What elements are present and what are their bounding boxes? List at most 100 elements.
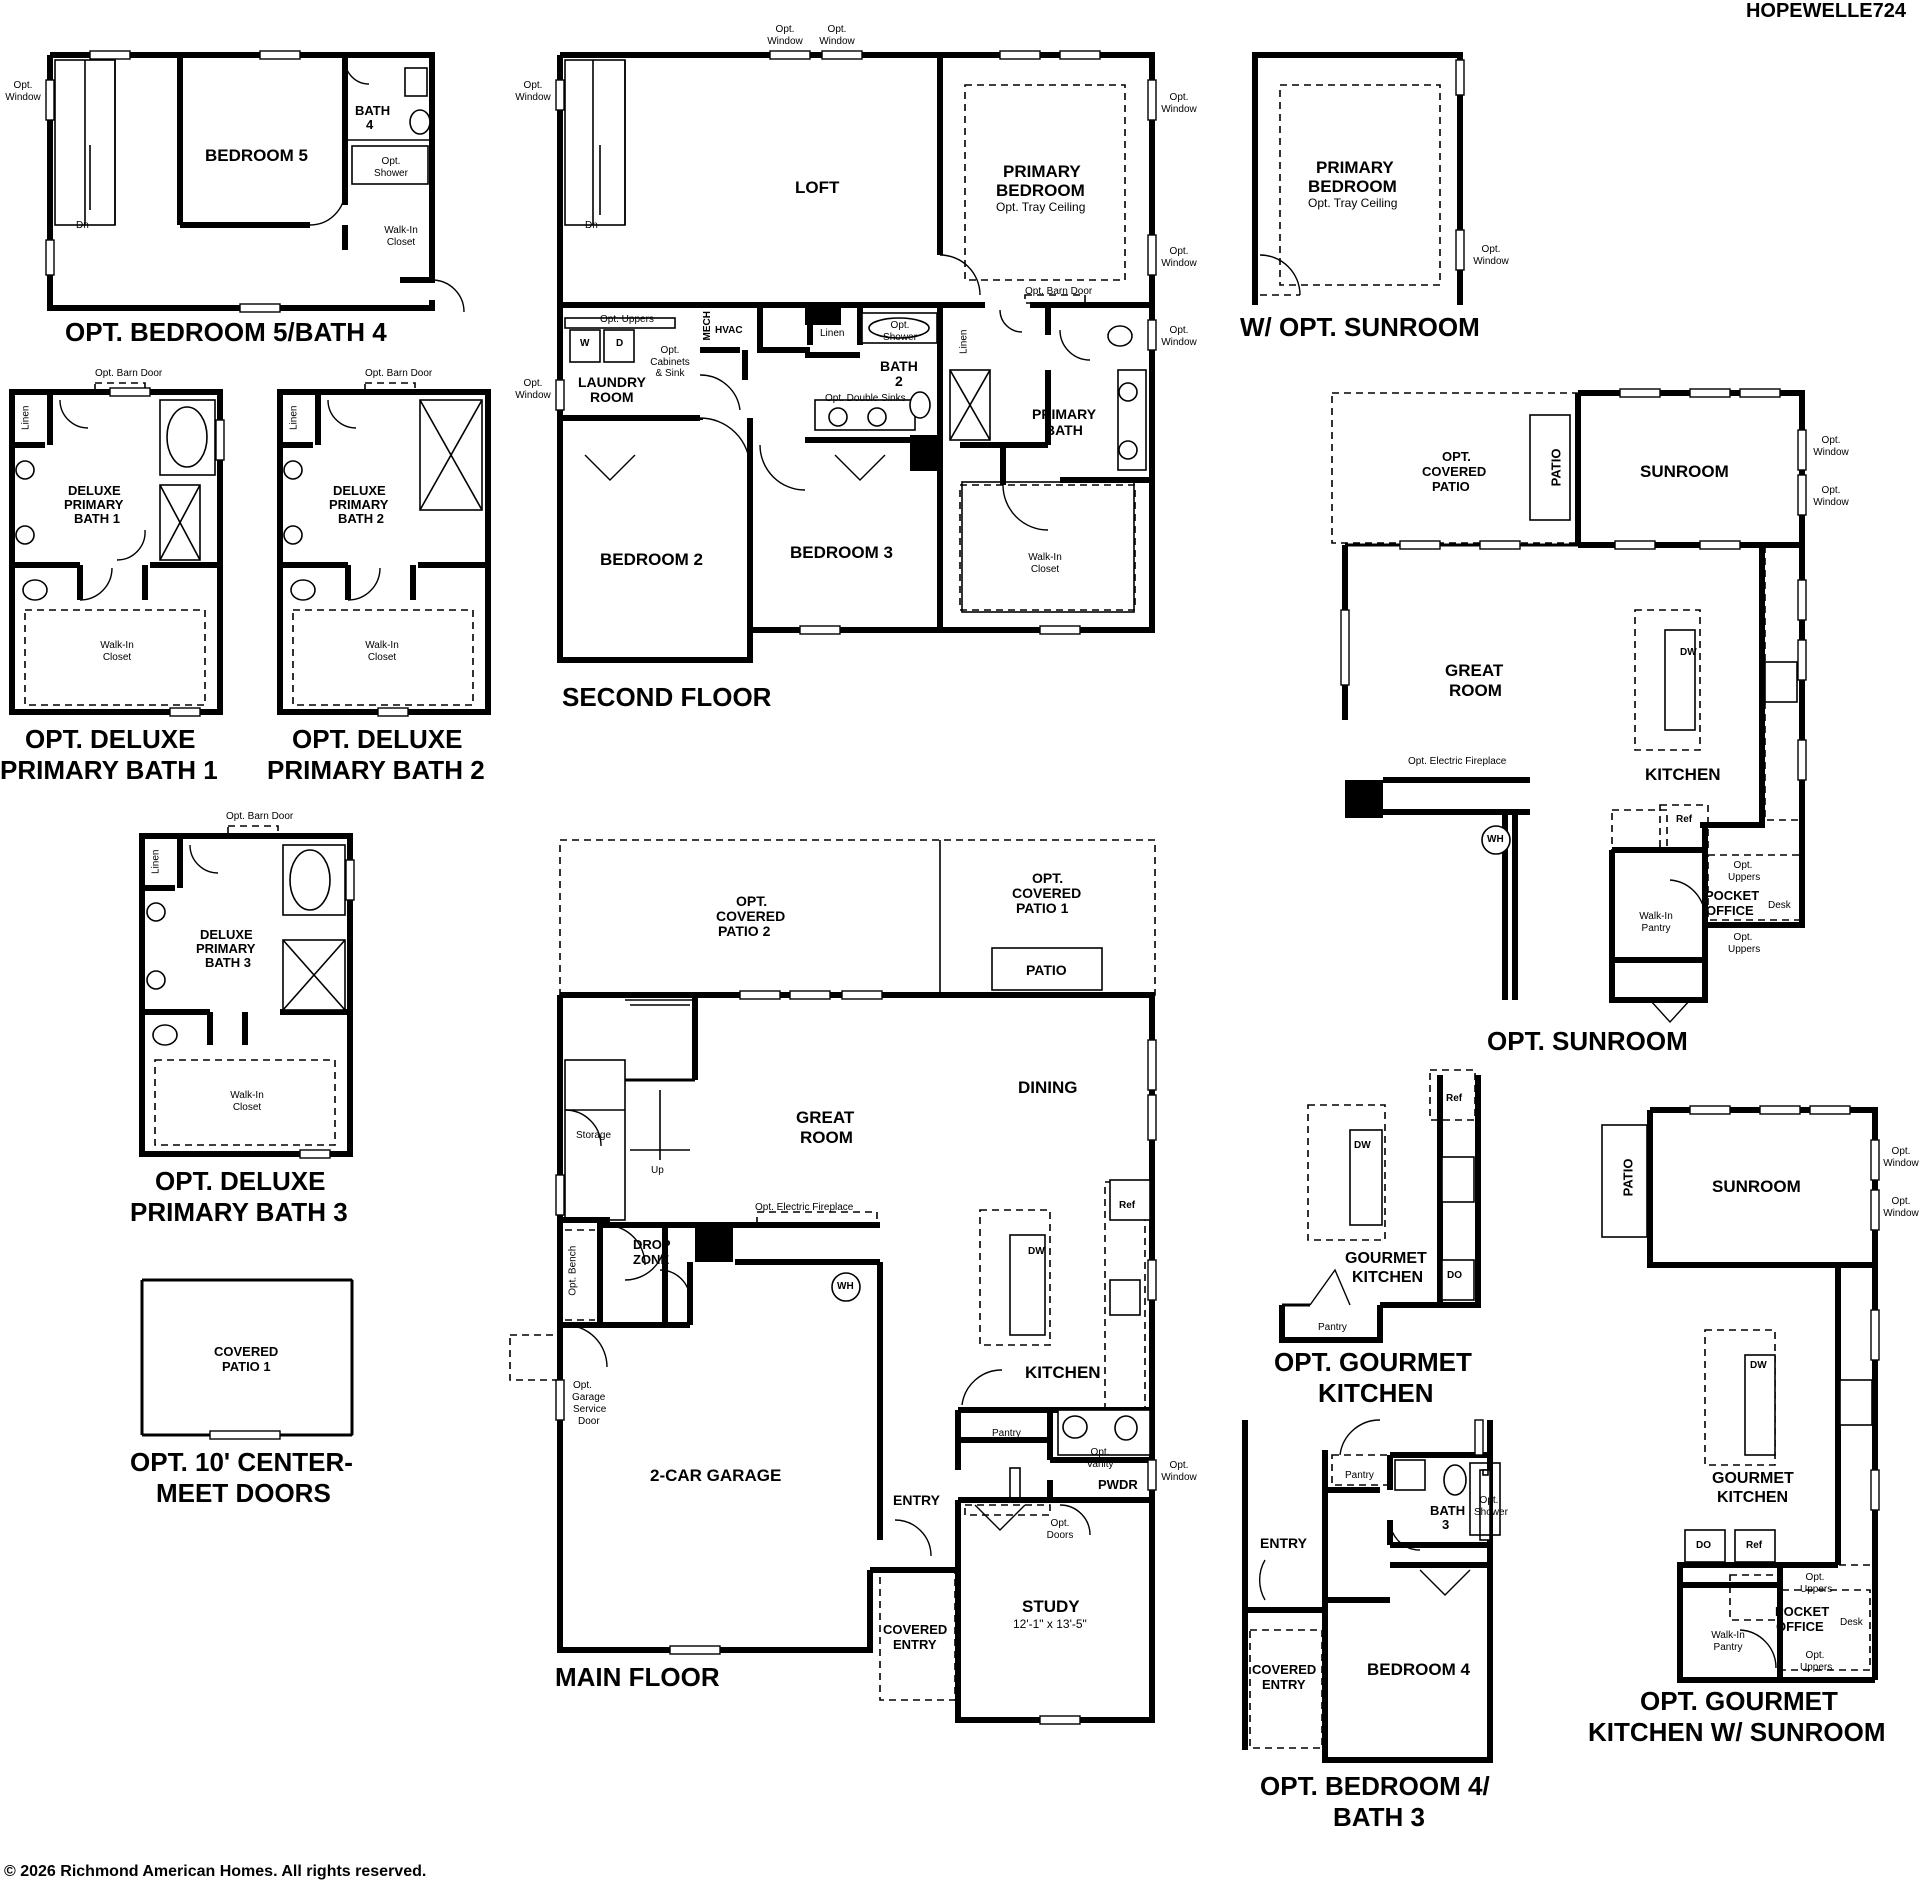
opt-uppers-label: Opt. Uppers [600,314,654,325]
opt-garage-door-label-2: Garage [572,1392,606,1403]
walkin-closet-label: Walk-In Closet [365,640,399,663]
loft-label: LOFT [795,178,840,197]
primary-bath-label-2: BATH [1045,422,1083,438]
pocket-office-label-2: OFFICE [1776,1619,1824,1634]
bedroom3-label: BEDROOM 3 [790,543,893,562]
title-opt-bedroom5-bath4: OPT. BEDROOM 5/BATH 4 [65,317,387,347]
gourmet-kitchen-label: GOURMET [1712,1470,1794,1487]
opt-window-label: Opt. Window [1161,1460,1197,1483]
title-with-opt-sunroom: W/ OPT. SUNROOM [1240,312,1480,342]
stairs-down-label: Dn [585,220,598,231]
primary-bedroom-label: PRIMARY [1316,158,1394,177]
covered-patio1-label-2: PATIO 1 [222,1359,271,1374]
deluxe-bath1-label-3: BATH 1 [74,511,120,526]
deluxe-bath3-label-2: PRIMARY [196,941,256,956]
opt-window-label: Opt. Window [1473,244,1509,267]
title-opt-gourmet-kitchen-2: KITCHEN [1318,1378,1434,1408]
deluxe-bath2-label: DELUXE [333,483,386,498]
laundry-room-label: LAUNDRY [578,374,646,390]
great-room-label: GREAT [1445,661,1504,680]
bedroom5-label: BEDROOM 5 [205,146,308,165]
opt-window-label: Opt. Window [1161,92,1197,115]
opt-covered-patio1-label-3: PATIO 1 [1016,900,1069,916]
deluxe-bath3-label: DELUXE [200,927,253,942]
deluxe-bath2-label-2: PRIMARY [329,497,389,512]
entry-label: ENTRY [1260,1535,1307,1551]
opt-uppers-label: Opt. Uppers [1800,1650,1833,1673]
kitchen-label: KITCHEN [1025,1363,1101,1382]
refrigerator-label: Ref [1119,1200,1136,1211]
sunroom-label: SUNROOM [1640,462,1729,481]
refrigerator-label: Ref [1446,1093,1463,1104]
title-opt-gourmet-kitchen-sunroom-2: KITCHEN W/ SUNROOM [1588,1717,1886,1747]
bedroom4-label: BEDROOM 4 [1367,1660,1470,1679]
title-opt-bedroom4-bath3-2: BATH 3 [1333,1802,1425,1832]
opt-gourmet-kitchen-plan [1279,1069,1481,1343]
opt-shower-label: Opt. Shower [1474,1495,1508,1518]
storage-label: Storage [576,1130,612,1141]
bedroom2-label: BEDROOM 2 [600,550,703,569]
opt-covered-patio2-label-3: PATIO 2 [718,923,771,939]
walkin-pantry-label: Walk-In Pantry [1711,1630,1745,1653]
covered-entry-label-2: ENTRY [1262,1677,1306,1692]
second-floor-plan [555,50,1157,663]
gourmet-kitchen-label-2: KITCHEN [1717,1489,1789,1506]
opt-window-label: Opt. Window [1813,435,1849,458]
copyright-notice: © 2026 Richmond American Homes. All righ… [4,1863,427,1880]
title-deluxe-bath1-2: PRIMARY BATH 1 [0,755,218,785]
covered-entry-label: COVERED [1252,1662,1317,1677]
opt-covered-patio-label-2: COVERED [1422,464,1487,479]
patio-label: PATIO [1026,962,1067,978]
patio-label: PATIO [1548,448,1564,487]
pocket-office-label: POCKET [1705,888,1760,903]
pantry-label: Pantry [1318,1322,1347,1333]
opt-covered-patio1-label: OPT. [1032,870,1064,886]
garage-label: 2-CAR GARAGE [650,1466,782,1485]
opt-uppers-label: Opt. Uppers [1800,1572,1833,1595]
washer-label: W [580,338,590,349]
dishwasher-label: DW [1354,1140,1371,1151]
drop-zone-label-2: ZONE [633,1252,670,1267]
primary-bath-label: PRIMARY [1032,406,1097,422]
walkin-closet-label: Walk-In Closet [384,225,418,248]
opt-barn-door-label: Opt. Barn Door [226,811,294,822]
bath4-number: 4 [366,117,374,132]
walkin-closet-label: Walk-In Closet [100,640,134,663]
title-opt-gourmet-kitchen: OPT. GOURMET [1274,1347,1472,1377]
opt-window-label: Opt. Window [515,378,551,401]
great-room-label-2: ROOM [800,1128,853,1147]
pocket-office-label-2: OFFICE [1706,903,1754,918]
title-deluxe-bath3-2: PRIMARY BATH 3 [130,1197,348,1227]
drop-zone-label: DROP [633,1237,671,1252]
mech-label: MECH [701,311,713,341]
dishwasher-label: DW [1028,1246,1045,1257]
opt-barn-door-label: Opt. Barn Door [365,368,433,379]
walkin-closet-label: Walk-In Closet [1028,552,1062,575]
primary-bedroom-label-2: BEDROOM [1308,177,1397,196]
dryer-label: D [616,338,624,349]
opt-gourmet-kitchen-sunroom-plan [1601,1105,1880,1683]
opt-sunroom-plan [1331,388,1807,1024]
opt-window-label: Opt. Window [1161,325,1197,348]
deluxe-bath1-label: DELUXE [68,483,121,498]
deluxe-primary-bath2-plan [277,382,491,717]
walkin-pantry-label: Walk-In Pantry [1639,911,1673,934]
dishwasher-label: DW [1750,1360,1767,1371]
desk-label: Desk [1840,1617,1863,1628]
kitchen-label: KITCHEN [1645,765,1721,784]
great-room-label-2: ROOM [1449,681,1502,700]
deluxe-bath3-label-3: BATH 3 [205,955,251,970]
stairs-up-label: Up [651,1165,664,1176]
opt-window-label: Opt. Window [5,80,41,103]
opt-garage-door-label-3: Service [573,1404,607,1415]
title-opt-bedroom4-bath3: OPT. BEDROOM 4/ [1260,1771,1490,1801]
bath3-number: 3 [1442,1517,1450,1532]
opt-shower-label: Opt. Shower [374,156,408,179]
linen-label: Linen [820,328,845,339]
linen-label: Linen [150,849,162,874]
opt-window-label: Opt. Window [1813,485,1849,508]
title-deluxe-bath2-2: PRIMARY BATH 2 [267,755,485,785]
deluxe-bath1-label-2: PRIMARY [64,497,124,512]
opt-window-label: Opt. Window [1883,1146,1919,1169]
opt-bedroom4-bath3-plan [1242,1419,1501,1763]
